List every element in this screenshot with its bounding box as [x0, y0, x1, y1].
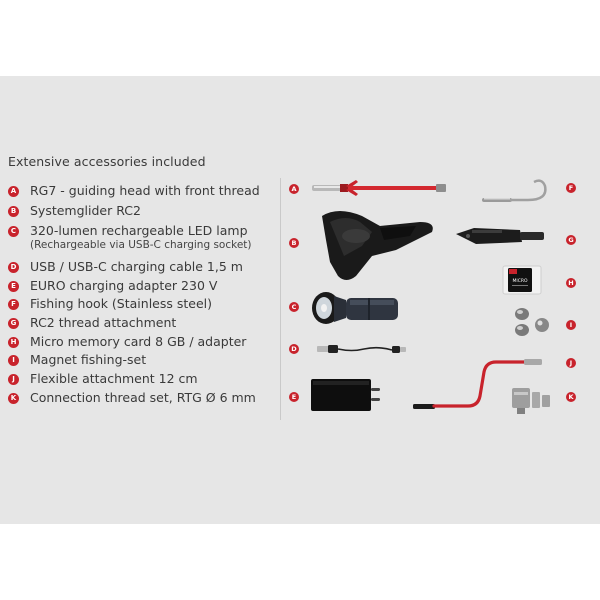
- item-label-i: Magnet fishing-set: [30, 352, 147, 367]
- item-label-c: 320-lumen rechargeable LED lamp (Recharg…: [30, 223, 252, 251]
- content-panel: [0, 76, 600, 524]
- badge-h: H: [8, 337, 19, 348]
- item-label-a: RG7 - guiding head with front thread: [30, 183, 260, 198]
- item-label-c-main: 320-lumen rechargeable LED lamp: [30, 223, 248, 238]
- badge-c: C: [8, 226, 19, 237]
- thread-attachment-image: [456, 228, 544, 244]
- list-item-a: A RG7 - guiding head with front thread: [8, 183, 260, 198]
- memory-card-text: MICRO: [512, 278, 527, 284]
- magnet-set-image: [515, 308, 549, 336]
- divider: [280, 178, 281, 420]
- item-label-e: EURO charging adapter 230 V: [30, 278, 218, 293]
- list-item-g: G RC2 thread attachment: [8, 315, 176, 330]
- badge-d: D: [8, 262, 19, 273]
- item-label-k: Connection thread set, RTG Ø 6 mm: [30, 390, 256, 405]
- image-badge-g: G: [566, 235, 576, 245]
- memory-card-image: MICRO: [502, 265, 542, 295]
- item-sublabel-c: (Rechargeable via USB-C charging socket): [30, 239, 252, 251]
- systemglider-image: [322, 211, 433, 280]
- page-title: Extensive accessories included: [8, 154, 206, 169]
- image-badge-c: C: [289, 302, 299, 312]
- badge-a: A: [8, 186, 19, 197]
- image-badge-j: J: [566, 358, 576, 368]
- badge-e: E: [8, 281, 19, 292]
- item-label-h: Micro memory card 8 GB / adapter: [30, 334, 247, 349]
- item-label-g: RC2 thread attachment: [30, 315, 177, 330]
- item-label-j: Flexible attachment 12 cm: [30, 371, 198, 386]
- list-item-h: H Micro memory card 8 GB / adapter: [8, 334, 246, 349]
- image-badge-f: F: [566, 183, 576, 193]
- badge-k: K: [8, 393, 19, 404]
- fishing-hook-image: [482, 179, 547, 202]
- guiding-head-image: [312, 180, 446, 196]
- item-label-f: Fishing hook (Stainless steel): [30, 296, 212, 311]
- image-badge-b: B: [289, 238, 299, 248]
- badge-i: I: [8, 355, 19, 366]
- list-item-i: I Magnet fishing-set: [8, 352, 146, 367]
- badge-j: J: [8, 374, 19, 385]
- image-badge-e: E: [289, 392, 299, 402]
- usb-cable-image: [317, 345, 406, 353]
- list-item-d: D USB / USB-C charging cable 1,5 m: [8, 259, 243, 274]
- flexible-attachment-image: [413, 359, 542, 409]
- thread-set-image: [512, 388, 550, 414]
- list-item-k: K Connection thread set, RTG Ø 6 mm: [8, 390, 256, 405]
- badge-f: F: [8, 299, 19, 310]
- list-item-f: F Fishing hook (Stainless steel): [8, 296, 212, 311]
- item-label-b: Systemglider RC2: [30, 203, 141, 218]
- charging-adapter-image: [311, 379, 380, 411]
- image-badge-k: K: [566, 392, 576, 402]
- list-item-j: J Flexible attachment 12 cm: [8, 371, 198, 386]
- badge-b: B: [8, 206, 19, 217]
- list-item-e: E EURO charging adapter 230 V: [8, 278, 217, 293]
- image-badge-i: I: [566, 320, 576, 330]
- image-badge-d: D: [289, 344, 299, 354]
- image-badge-h: H: [566, 278, 576, 288]
- list-item-b: B Systemglider RC2: [8, 203, 141, 218]
- led-lamp-image: [312, 292, 398, 324]
- image-badge-a: A: [289, 184, 299, 194]
- item-label-d: USB / USB-C charging cable 1,5 m: [30, 259, 243, 274]
- badge-g: G: [8, 318, 19, 329]
- list-item-c: C 320-lumen rechargeable LED lamp (Recha…: [8, 223, 252, 251]
